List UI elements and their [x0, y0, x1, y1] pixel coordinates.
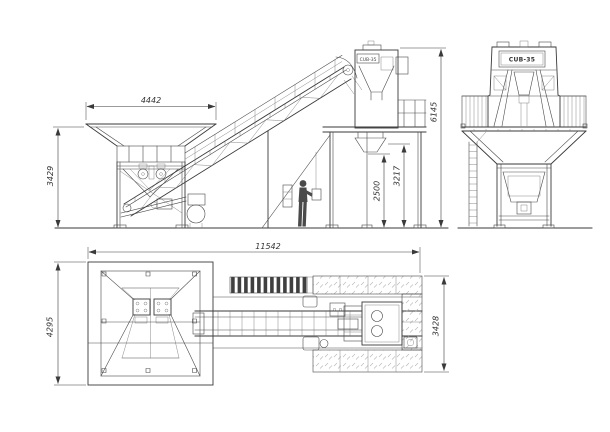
mixer-hatch-circle-1: [371, 310, 383, 322]
side-elevation-view: CUB-35 4442: [46, 40, 449, 229]
mixer-hatch-circle-2: [371, 325, 383, 337]
hopper-frame: [113, 161, 189, 229]
mixer-nameplate-side-text: CUB-35: [360, 57, 377, 63]
access-ladder: [468, 131, 487, 227]
dim-total-length: 11542: [87, 242, 421, 273]
model-nameplate-text: CUB-35: [509, 57, 536, 64]
plan-view-dimensions: 11542 4295 3428: [46, 242, 449, 386]
dim-text-3217: 3217: [393, 165, 402, 186]
inclined-conveyor: [122, 54, 363, 229]
platform-railing-panels: [461, 95, 587, 128]
plan-view: 11542 4295 3428: [46, 242, 449, 386]
conveyor-tail-plan: [192, 312, 205, 335]
platform-skirt: [460, 123, 588, 165]
slatted-walkway: [229, 276, 314, 294]
dim-text-4442: 4442: [141, 96, 161, 105]
conveyor-plan: [192, 296, 423, 349]
pendant-control: [311, 188, 322, 201]
dim-text-2500: 2500: [373, 181, 382, 201]
dim-text-3429: 3429: [46, 166, 55, 186]
dim-text-11542: 11542: [255, 242, 280, 251]
mixer-housing-front: CUB-35: [487, 40, 561, 128]
lower-frame-front: [493, 163, 555, 229]
dim-plan-hopper-width: 4295: [46, 261, 86, 386]
hopper-plan: [87, 261, 214, 386]
dim-clearance: 2500: [368, 153, 390, 228]
dim-text-3428: 3428: [432, 316, 441, 336]
mixer-plan: [302, 295, 418, 351]
dim-hopper-width: 4442: [85, 96, 217, 120]
hopper-hatch-left: [132, 298, 151, 316]
front-view: CUB-35: [457, 40, 593, 229]
side-view-dimensions: 4442 3429 2500 3217 6145: [46, 47, 446, 228]
mixer-nameplate-side: [356, 53, 380, 64]
model-nameplate: [498, 50, 546, 68]
dim-platform-width: 3428: [424, 275, 449, 373]
dim-text-6145: 6145: [430, 102, 439, 122]
conveyor-supports: [261, 130, 331, 229]
dim-height-left: 3429: [46, 126, 84, 228]
aggregate-hopper: [85, 123, 217, 163]
checker-plates: [312, 275, 423, 373]
discharge-funnel: [354, 131, 387, 153]
belt-feeder-and-air-tank: [120, 193, 206, 228]
dim-discharge-height: 3217: [388, 143, 410, 228]
hopper-hatch-right: [153, 298, 172, 316]
dim-total-height: 6145: [400, 47, 446, 228]
control-box: [282, 184, 293, 208]
mixer-tower-side: CUB-35: [322, 40, 427, 229]
operator-figure: [282, 152, 322, 227]
dim-text-4295: 4295: [46, 317, 55, 337]
conveyor-walkway-railing: [184, 54, 343, 160]
